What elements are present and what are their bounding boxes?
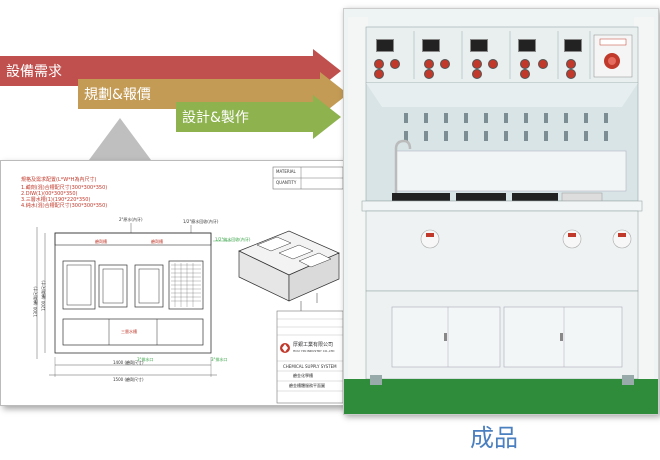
step-1-label: 設備需求 — [6, 64, 62, 80]
tank-c-label: 三層水槽 — [121, 329, 137, 334]
requirement-4: 4.純水(混)合槽配尺寸(300*300*350) — [21, 203, 108, 209]
knob-2 — [390, 59, 400, 69]
technical-drawing: MATERIAL QUANTITY 規格及需求配置(L*W*H為內尺寸) 1.鹼… — [0, 160, 346, 406]
step-2-label: 規劃&報價 — [84, 87, 151, 103]
meter-5 — [564, 39, 582, 52]
knob-6 — [488, 59, 498, 69]
requirements-heading: 規格及需求配置(L*W*H為內尺寸) — [21, 177, 97, 183]
knob-1 — [374, 59, 384, 69]
knob-10 — [374, 69, 384, 79]
product-photo — [343, 8, 659, 415]
knob-12 — [472, 69, 482, 79]
up-triangle — [86, 118, 154, 164]
material-label: MATERIAL — [276, 169, 296, 174]
knob-7 — [520, 59, 530, 69]
knob-9 — [566, 59, 576, 69]
requirement-3: 3.三層水槽(1)(190*220*350) — [21, 197, 91, 203]
tank-b-label: 鹼劑槽 — [151, 239, 163, 244]
requirement-2: 2.DIW(1)(00*300*350) — [21, 191, 78, 197]
company-name-en: HOU YIN INDUSTRY CO.,LTD — [293, 349, 335, 353]
height-total-label: 1300 (鹼劑尺寸) — [33, 286, 38, 317]
requirement-1: 1.鹼劑(混)合槽配尺寸(300*300*350) — [21, 185, 108, 191]
cabinet-illustration — [344, 9, 658, 414]
pure-water-label: 1/2"純水回收(內牙) — [215, 237, 251, 242]
knob-3 — [424, 59, 434, 69]
bottom-drain-2-label: 3"排水口 — [211, 357, 228, 362]
drain-label: 1/2"廢水回收(內牙) — [183, 219, 219, 224]
quantity-label: QUANTITY — [276, 180, 297, 185]
meter-1 — [376, 39, 394, 52]
ro-inlet-label: 2"原水(內牙) — [119, 217, 143, 222]
knob-5 — [472, 59, 482, 69]
meter-3 — [470, 39, 488, 52]
company-name-cn: 厚銀工業有限公司 — [293, 342, 334, 348]
width-total-label: 1500 (鹼劑尺寸) — [113, 377, 144, 382]
meter-4 — [518, 39, 536, 52]
drawing-lines — [36, 166, 344, 404]
tank-a-label: 鹼劑槽 — [95, 239, 107, 244]
bottom-drain-1-label: 3"排水口 — [137, 357, 154, 362]
step-3-label: 設計&製作 — [182, 110, 249, 126]
knob-14 — [566, 69, 576, 79]
drawing-subtitle: 鹼金槽體服務平面圖 — [289, 383, 325, 388]
step-3-arrow-tip — [313, 95, 341, 139]
finished-product-caption: 成品 — [470, 424, 518, 452]
knob-13 — [520, 69, 530, 79]
drawing-name: 鹼金化學槽 — [293, 373, 313, 378]
system-name: CHEMICAL SUPPLY SYSTEM — [283, 364, 337, 369]
knob-8 — [538, 59, 548, 69]
step-3-arrow: 設計&製作 — [176, 102, 313, 132]
height-inner-label: 1200 (鹼劑尺寸) — [41, 280, 46, 311]
knob-4 — [440, 59, 450, 69]
meter-2 — [422, 39, 440, 52]
width-inner-label: 1400 (鹼劑尺寸) — [113, 360, 144, 365]
knob-11 — [424, 69, 434, 79]
